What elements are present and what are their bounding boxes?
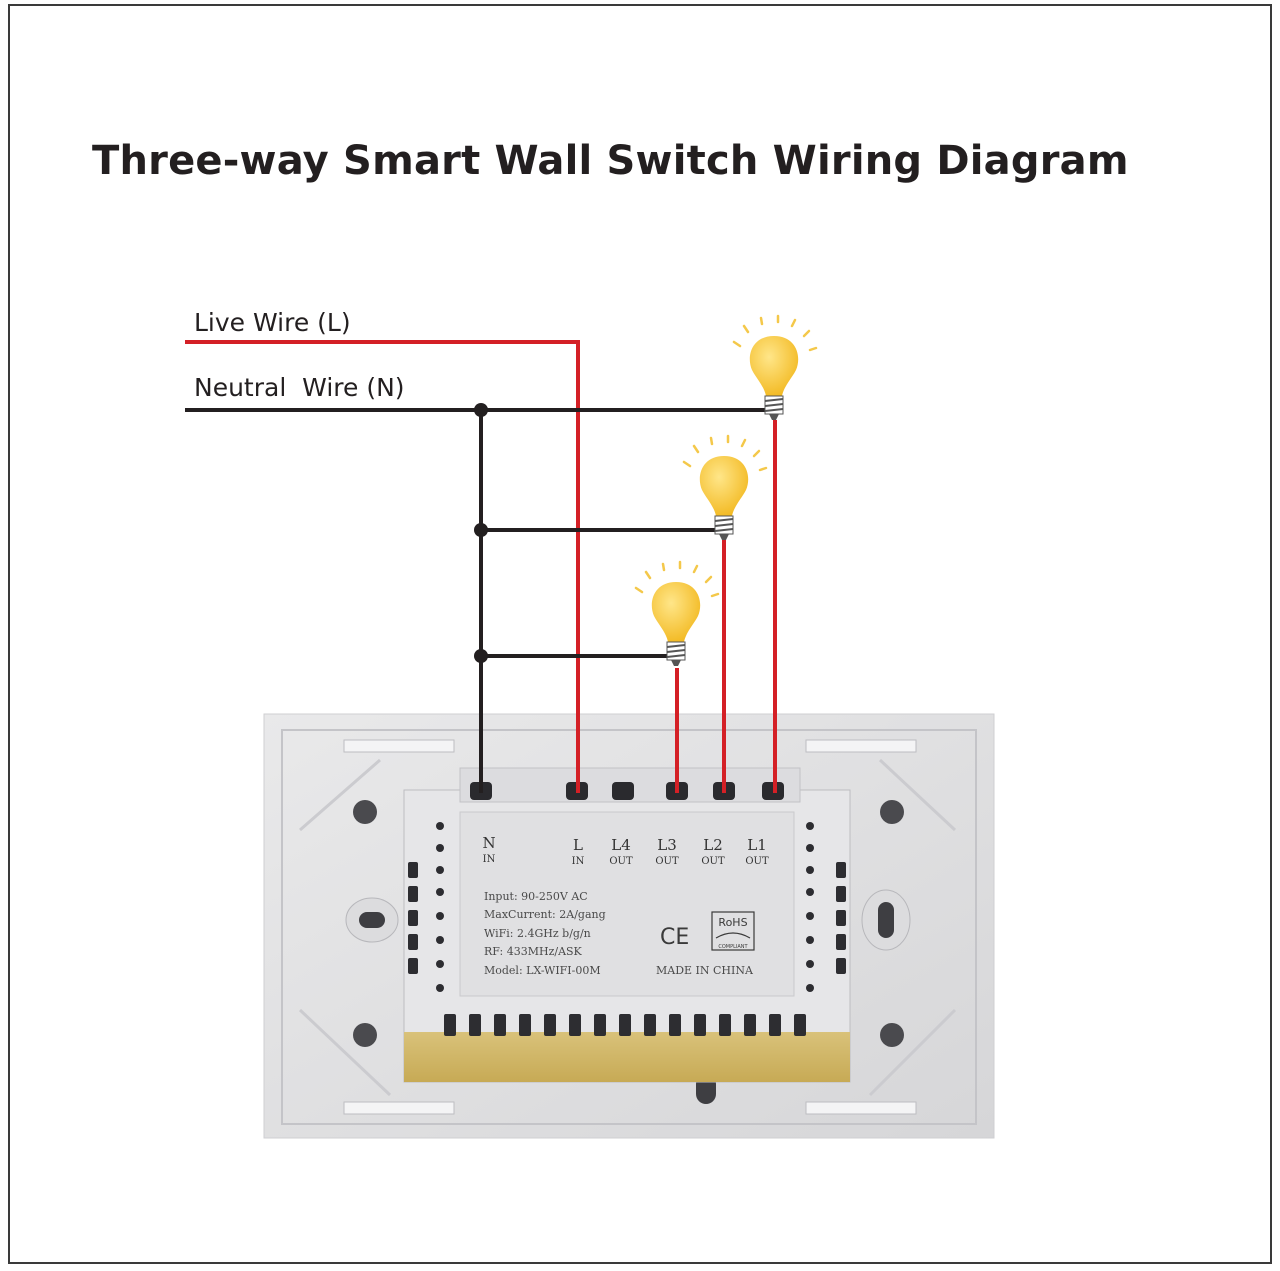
terminal-l1-sub: OUT — [745, 856, 769, 867]
terminal-l2-sub: OUT — [701, 856, 725, 867]
terminal-labels: N IN L IN L4 OUT L3 OUT L2 OUT L1 OUT — [482, 834, 769, 867]
neutral-junction-3 — [474, 649, 488, 663]
terminal-l-label: L — [573, 836, 583, 854]
terminal-l4-label: L4 — [611, 836, 631, 854]
live-wire-label: Live Wire (L) — [194, 308, 351, 337]
spec-label — [459, 811, 795, 997]
neutral-junction-2 — [474, 523, 488, 537]
rohs-badge — [711, 911, 755, 951]
ce-mark: CE — [660, 925, 689, 950]
light-bulb-1-icon — [732, 314, 818, 420]
spec-text: Input: 90-250V AC MaxCurrent: 2A/gang Wi… — [484, 890, 755, 977]
terminal-n-label: N — [482, 834, 495, 852]
terminal-l1-label: L1 — [747, 836, 767, 854]
rohs-label: RoHS — [718, 916, 747, 929]
terminal-l3-sub: OUT — [655, 856, 679, 867]
terminal-l3-label: L3 — [657, 836, 677, 854]
rohs-leaf-icon — [715, 932, 751, 939]
neutral-wire-label: Neutral Wire (N) — [194, 373, 405, 402]
terminal-l-sub: IN — [572, 856, 585, 867]
spec-model: Model: LX-WIFI-00M — [484, 964, 601, 977]
spec-input: Input: 90-250V AC — [484, 890, 588, 903]
terminal-n-sub: IN — [483, 854, 496, 865]
spec-current: MaxCurrent: 2A/gang — [484, 908, 606, 921]
spec-wifi: WiFi: 2.4GHz b/g/n — [484, 927, 591, 940]
light-bulb-3-icon — [634, 560, 720, 666]
wires — [185, 340, 777, 793]
live-wire — [185, 340, 580, 793]
light-bulb-2-icon — [682, 434, 768, 540]
spec-made-in: MADE IN CHINA — [656, 964, 754, 977]
terminal-l4-sub: OUT — [609, 856, 633, 867]
terminal-l2-label: L2 — [703, 836, 723, 854]
neutral-junction-1 — [474, 403, 488, 417]
rohs-sub: COMPLIANT — [718, 944, 748, 950]
diagram-title: Three-way Smart Wall Switch Wiring Diagr… — [92, 138, 1129, 184]
spec-rf: RF: 433MHz/ASK — [484, 945, 583, 958]
